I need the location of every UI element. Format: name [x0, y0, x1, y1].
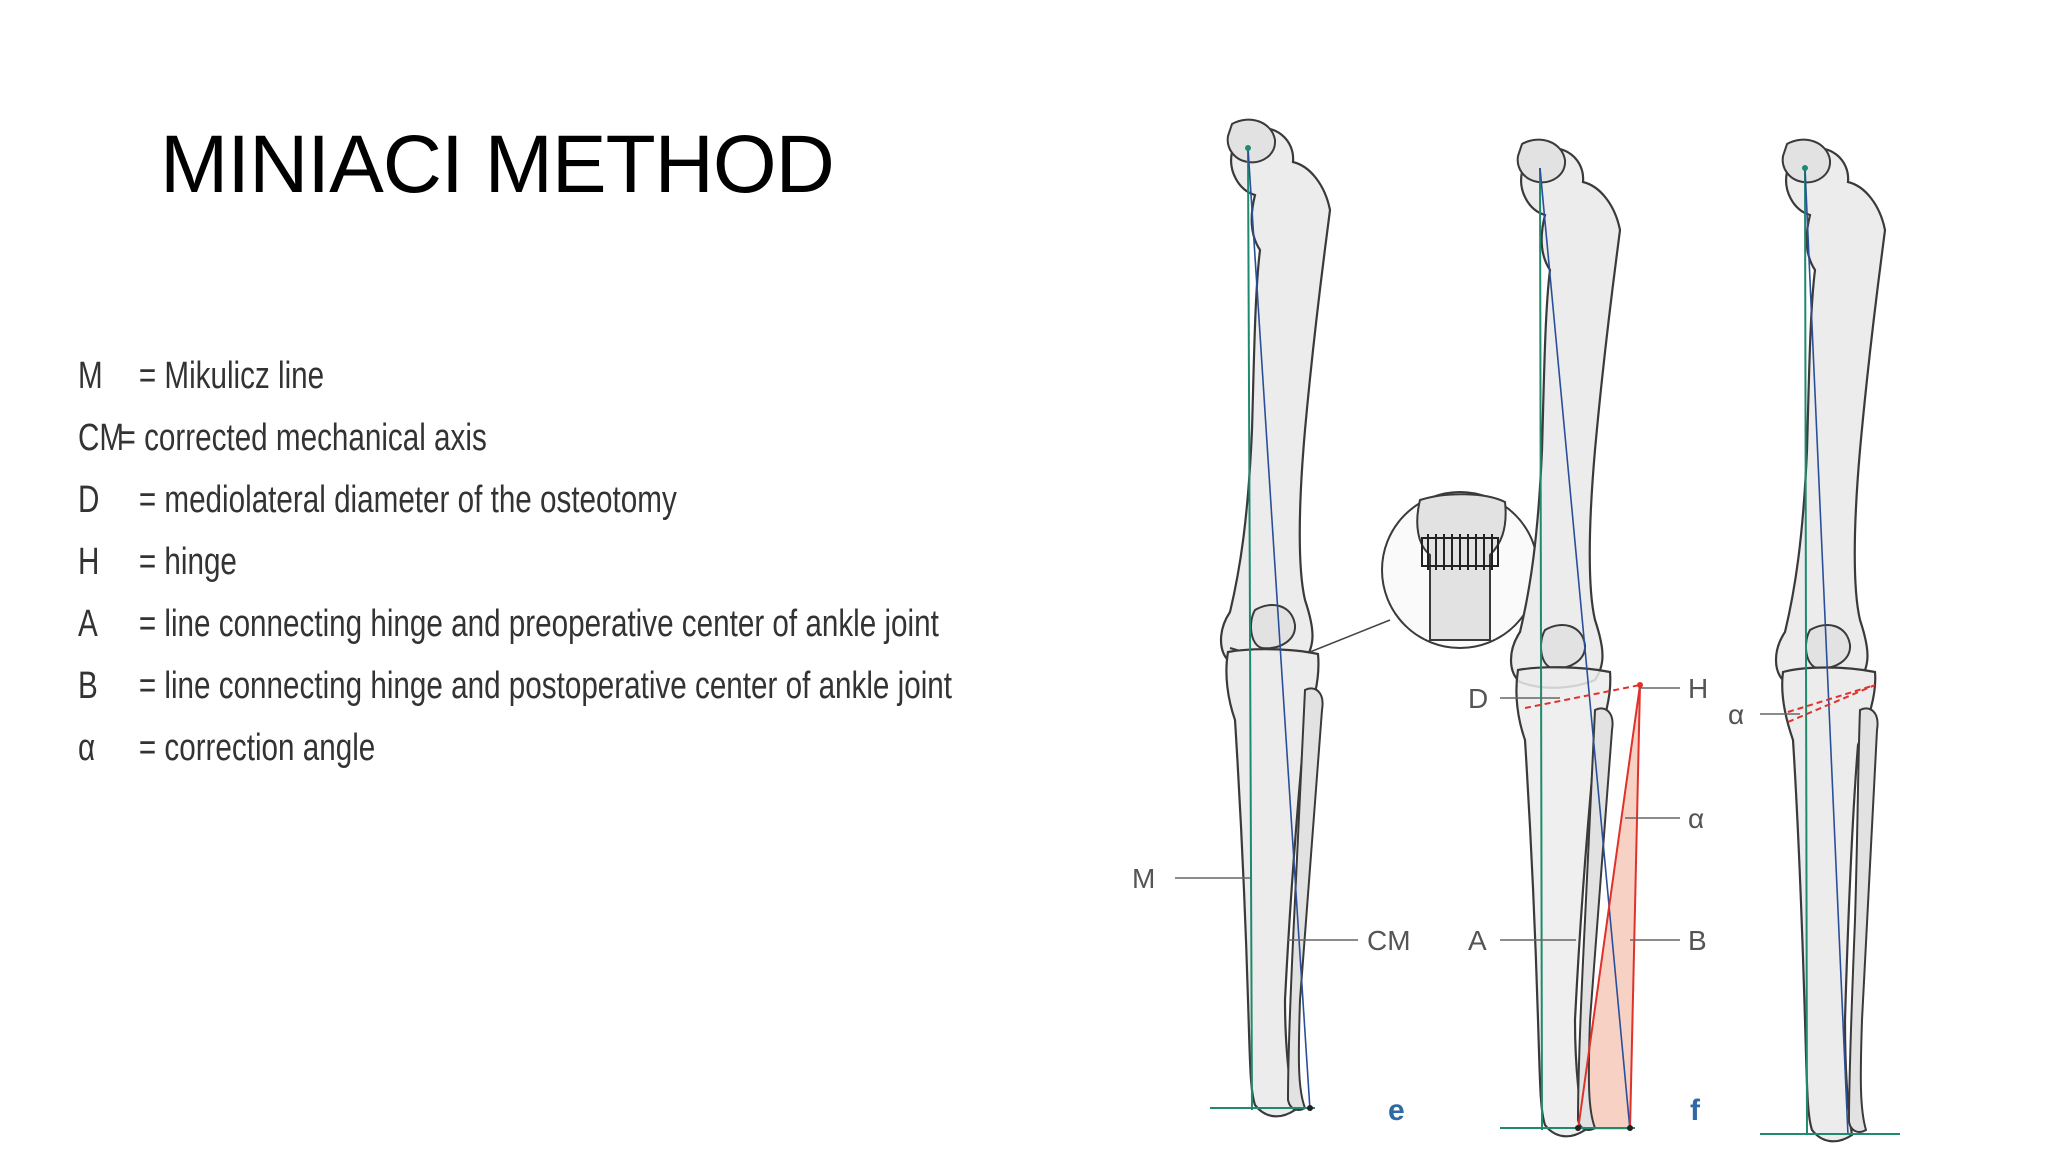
hip-center-corrected: [1802, 165, 1808, 171]
hinge-point: [1637, 682, 1643, 688]
legend-symbol: α: [78, 727, 96, 769]
label-alpha-right: α: [1728, 699, 1744, 730]
osteotomy-line-corrected-2: [1787, 684, 1876, 713]
plate-screws: [1427, 534, 1493, 570]
leg-panel-corrected: [1760, 138, 1900, 1143]
legend-definition: = line connecting hinge and preoperative…: [138, 603, 939, 645]
fibula-corrected: [1847, 707, 1879, 1133]
femur-head-f: [1516, 138, 1567, 184]
panel-letter-f: f: [1690, 1094, 1701, 1127]
hip-center-e: [1245, 145, 1251, 151]
magnifier-connector: [1309, 619, 1391, 653]
legend-definition: = correction angle: [138, 727, 376, 769]
ankle-center-post: [1627, 1125, 1633, 1131]
legend-symbol: B: [78, 665, 98, 707]
mikulicz-line-f: [1539, 167, 1543, 1131]
legend-symbol: M: [78, 355, 103, 397]
legend-row-b: B = line connecting hinge and postoperat…: [78, 665, 952, 727]
leg-alignment-figure: M CM D H α A B α e f: [1132, 118, 1900, 1143]
label-alpha-mid: α: [1688, 803, 1704, 834]
legend-definition: = corrected mechanical axis: [118, 417, 487, 459]
legend-definition: = Mikulicz line: [138, 355, 325, 397]
legend-symbol: H: [78, 541, 100, 583]
ankle-center-pre: [1575, 1125, 1581, 1131]
legend-symbol: CM: [78, 417, 125, 459]
leg-panel-f: [1500, 138, 1643, 1138]
legend-definition: = line connecting hinge and postoperativ…: [138, 665, 953, 707]
label-d: D: [1468, 683, 1488, 714]
leg-panel-e: [1210, 118, 1332, 1118]
label-cm: CM: [1367, 925, 1411, 956]
line-a: [1577, 684, 1641, 1131]
panel-letter-e: e: [1388, 1094, 1405, 1127]
corrected-axis-f: [1539, 167, 1631, 1131]
patella-e: [1249, 604, 1297, 650]
magnified-tibia: [1416, 493, 1507, 641]
label-a: A: [1468, 925, 1487, 956]
femur-head-e: [1226, 118, 1277, 164]
legend-row-cm: CM = corrected mechanical axis: [78, 417, 780, 479]
femur-corrected: [1774, 147, 1887, 689]
legend-row-h: H = hinge: [78, 541, 780, 603]
slide-title: MINIACI METHOD: [160, 119, 835, 210]
corrected-axis-e: [1247, 147, 1311, 1111]
osteotomy-line-corrected-1: [1787, 684, 1876, 723]
magnifier-inset: [1309, 491, 1539, 653]
legend-row-d: D = mediolateral diameter of the osteoto…: [78, 479, 780, 541]
label-b: B: [1688, 925, 1707, 956]
femur-head-corrected: [1781, 138, 1832, 184]
legend-row-a: A = line connecting hinge and preoperati…: [78, 603, 939, 665]
line-b: [1629, 684, 1641, 1131]
patella-corrected: [1804, 624, 1852, 670]
legend-symbol: D: [78, 479, 100, 521]
femur-f: [1509, 147, 1622, 689]
legend-definition: = mediolateral diameter of the osteotomy: [138, 479, 677, 521]
legend-row-m: M = Mikulicz line: [78, 355, 780, 417]
ankle-center-e: [1307, 1105, 1313, 1111]
patella-f: [1539, 624, 1587, 670]
label-m: M: [1132, 863, 1155, 894]
axis-corrected: [1804, 167, 1849, 1136]
mikulicz-line-e: [1247, 147, 1253, 1111]
legend-symbol: A: [78, 603, 98, 645]
legend-row-alpha: α = correction angle: [78, 727, 780, 789]
legend: M = Mikulicz line CM = corrected mechani…: [78, 355, 978, 789]
label-h: H: [1688, 673, 1708, 704]
mikulicz-line-corrected: [1804, 167, 1808, 1136]
legend-definition: = hinge: [138, 541, 237, 583]
